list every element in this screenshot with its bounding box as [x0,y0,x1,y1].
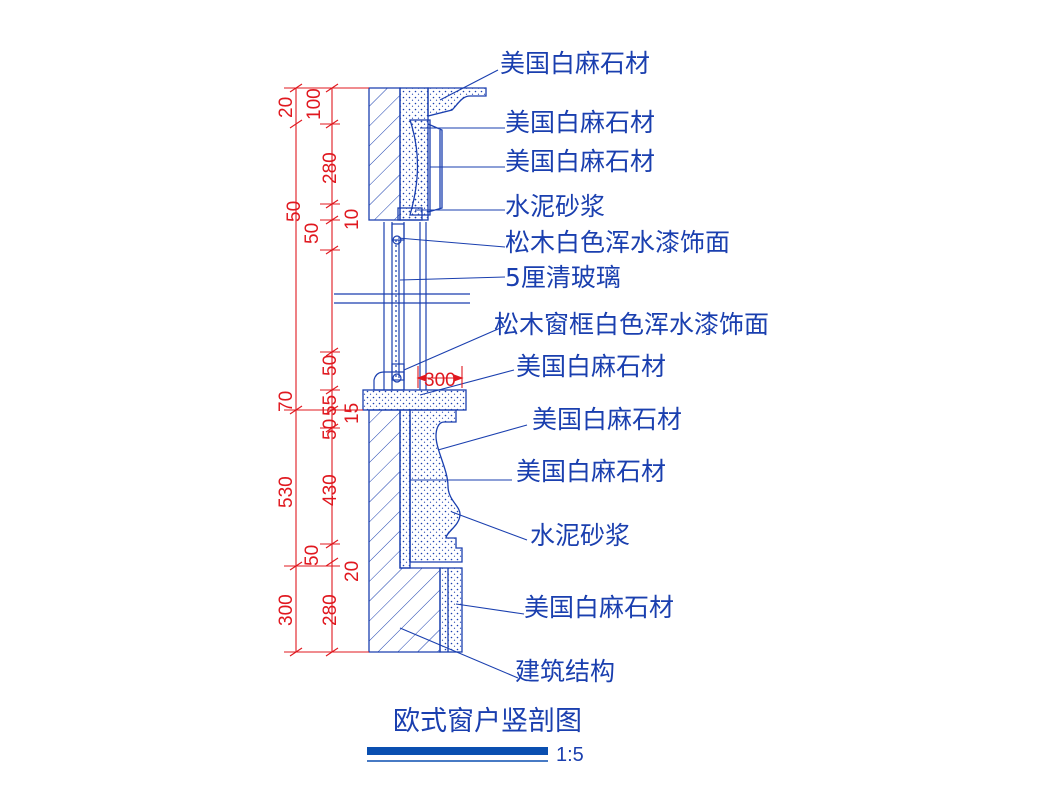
dim-inner-55: 55 [320,395,341,416]
dim-inner-50-a: 50 [284,201,305,222]
dimension-texts: 20 100 70 530 300 280 50 50 50 55 50 430… [276,88,456,626]
label-stone-7: 美国白麻石材 [524,593,674,622]
label-stone-4: 美国白麻石材 [516,352,666,381]
dim-horizontal-300: 300 [424,370,456,391]
dim-small-20: 20 [342,561,363,582]
dim-outer-300: 300 [276,594,297,626]
dim-inner-50-d: 50 [320,419,341,440]
window-frame [373,222,427,391]
label-mortar-2: 水泥砂浆 [530,521,630,550]
drawing-scale: 1:5 [556,744,584,766]
dim-inner-430: 430 [320,474,341,506]
label-pine-finish: 松木白色浑水漆饰面 [505,228,730,257]
break-lines [334,293,470,304]
lower-stone-cladding [439,567,463,653]
dim-outer-100: 100 [304,88,325,120]
baluster [399,409,463,569]
dim-inner-50-e: 50 [302,545,323,566]
label-stone-5: 美国白麻石材 [532,405,682,434]
dim-outer-70: 70 [276,391,297,412]
dim-outer-530: 530 [276,476,297,508]
label-pine-frame: 松木窗框白色浑水漆饰面 [494,310,769,339]
title-block: 欧式窗户竖剖图 1:5 [367,706,584,766]
window-sill [362,389,467,411]
callout-labels: 美国白麻石材 美国白麻石材 美国白麻石材 水泥砂浆 松木白色浑水漆饰面 5厘清玻… [494,49,769,686]
leader-lines [397,69,528,679]
label-stone-3: 美国白麻石材 [505,147,655,176]
title-underline-bar [367,747,548,755]
drawing-title: 欧式窗户竖剖图 [393,706,582,737]
dim-inner-50-c: 50 [320,355,341,376]
dim-outer-20: 20 [276,97,297,118]
label-stone-2: 美国白麻石材 [505,108,655,137]
dim-inner-50-b: 50 [302,223,323,244]
dim-small-10: 10 [342,209,363,230]
dim-small-15: 15 [342,403,363,424]
label-stone-6: 美国白麻石材 [516,457,666,486]
label-stone-1: 美国白麻石材 [500,49,650,78]
dimension-lines [284,83,464,657]
label-mortar-1: 水泥砂浆 [505,192,605,221]
upper-stone-trim [397,87,487,221]
label-structure: 建筑结构 [515,657,615,686]
dim-inner-280-bottom: 280 [320,594,341,626]
dim-inner-280-top: 280 [320,152,341,184]
label-glass: 5厘清玻璃 [505,263,621,292]
